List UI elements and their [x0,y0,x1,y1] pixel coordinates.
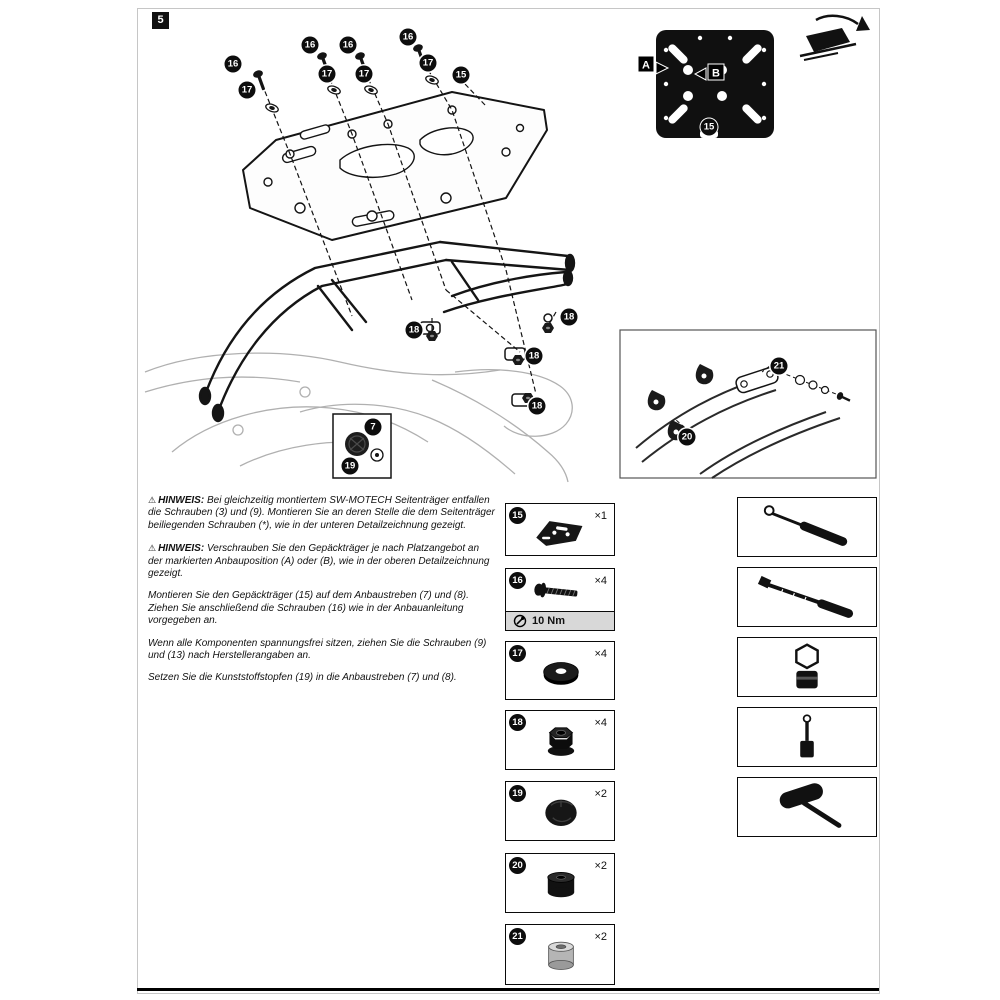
tool-box-screwdriver [737,497,877,557]
callout-18: 18 [528,397,546,415]
metal-sleeve-icon [548,941,574,970]
washer-icon [543,662,579,685]
mount-position-detail: A B [637,30,774,138]
part-qty: ×2 [594,788,607,800]
tool-box-rubber-mallet [737,777,877,837]
part-callout: 18 [509,714,526,731]
tool-box-hex-socket [737,637,877,697]
paragraph: Setzen Sie die Kunststoffstopfen (19) in… [148,672,457,684]
part-callout: 20 [509,857,526,874]
part-callout: 19 [509,785,526,802]
callout-18: 18 [525,347,543,365]
svg-text:A: A [642,60,650,72]
callout-15: 15 [452,66,470,84]
torque-value: 10 Nm [532,615,566,627]
screw-icon [534,582,578,598]
part-qty: ×2 [594,860,607,872]
part-qty: ×2 [594,931,607,943]
tool-box-torque-wrench [737,567,877,627]
position-b-label: B [693,63,725,81]
part-box-18: 18 ×4 [505,710,615,770]
callout-16: 16 [339,36,357,54]
part-qty: ×1 [594,510,607,522]
part-box-21: 21 ×2 [505,924,615,985]
torque-icon [513,614,527,628]
part-callout: 21 [509,928,526,945]
instructions: ⚠HINWEIS: Bei gleichzeitig montiertem SW… [148,494,495,695]
part-qty: ×4 [594,648,607,660]
tool-box-socket-extension [737,707,877,767]
assembly-diagram: A B [144,14,877,483]
callout-16: 16 [399,28,417,46]
callout-17: 17 [318,65,336,83]
screw-icons [253,44,426,91]
motorcycle-direction-icon [799,14,870,61]
note-label: HINWEIS: [158,543,205,555]
callout-21: 21 [770,357,788,375]
attention-icon: ⚠ [148,495,157,505]
footer-rule [137,988,879,991]
callout-18: 18 [405,321,423,339]
rubber-mallet-icon [779,783,842,828]
part-box-17: 17 ×4 [505,641,615,700]
part-callout: 17 [509,645,526,662]
note-label: HINWEIS: [158,495,205,506]
part-box-19: 19 ×2 [505,781,615,841]
rack-plate [242,91,548,241]
callout-15-detail: 15 [700,118,718,136]
callout-16: 16 [301,36,319,54]
part-box-16: 16 ×4 10 Nm [505,568,615,631]
side-carrier-inset [619,329,877,479]
part-callout: 16 [509,572,526,589]
part-callout: 15 [509,507,526,524]
hex-socket-icon [795,643,819,689]
nut-icons [426,323,554,403]
callout-17: 17 [238,81,256,99]
position-a-label: A [637,55,670,75]
callout-17: 17 [355,65,373,83]
callout-18: 18 [560,308,578,326]
callout-17: 17 [419,54,437,72]
plastic-plug-icon [545,799,577,827]
callout-16: 16 [224,55,242,73]
part-box-20: 20 ×2 [505,853,615,913]
note-text: Verschrauben Sie den Gepäckträger je nac… [148,543,490,580]
frame-struts [198,240,576,423]
adapter-plate-icon [536,521,583,546]
part-qty: ×4 [594,575,607,587]
paragraph: Montieren Sie den Gepäckträger (15) auf … [148,590,469,627]
flange-nut-icon [547,727,575,756]
note-text: Bei gleichzeitig montiertem SW-MOTECH Se… [148,495,495,531]
attention-icon: ⚠ [148,543,157,554]
callout-19: 19 [341,457,359,475]
washer-icons [265,75,439,113]
rubber-spacer-icon [547,872,575,898]
torque-spec: 10 Nm [506,611,614,630]
callout-20: 20 [678,428,696,446]
torque-wrench-icon [757,575,854,618]
part-box-15: 15 ×1 [505,503,615,556]
svg-text:B: B [712,68,720,80]
torx-screwdriver-icon [763,505,848,546]
callout-7: 7 [364,418,382,436]
note-2: ⚠HINWEIS: Verschrauben Sie den Gepäckträ… [148,542,495,580]
socket-extension-icon [800,714,814,758]
part-qty: ×4 [594,717,607,729]
step-number: 5 [152,12,169,29]
note-1: ⚠HINWEIS: Bei gleichzeitig montiertem SW… [148,494,495,532]
paragraph: Wenn alle Komponenten spannungsfrei sitz… [148,637,487,662]
